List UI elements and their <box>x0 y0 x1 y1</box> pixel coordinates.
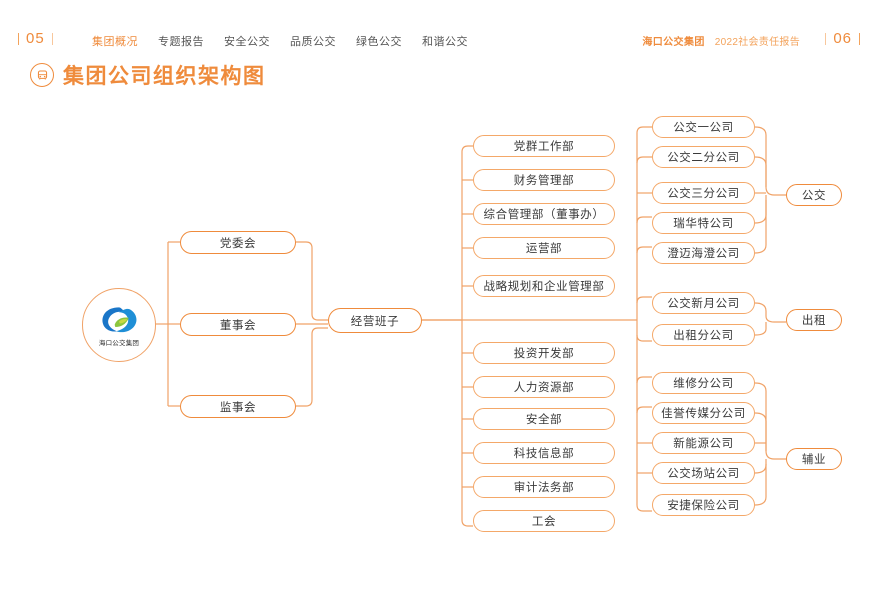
node-dept-lower-3[interactable]: 科技信息部 <box>473 442 615 464</box>
nav-item-1[interactable]: 专题报告 <box>158 36 204 48</box>
node-dept-lower-0-label: 投资开发部 <box>513 348 575 360</box>
node-bus-2-member-4-label: 安捷保险公司 <box>667 500 740 512</box>
node-dept-upper-0[interactable]: 党群工作部 <box>473 135 615 157</box>
page-number-left-rule-end <box>51 32 53 45</box>
node-dept-lower-0[interactable]: 投资开发部 <box>473 342 615 364</box>
nav-item-0[interactable]: 集团概况 <box>92 36 138 48</box>
page-number-right-rule-start <box>825 32 827 45</box>
node-bus-group-1[interactable]: 出租 <box>786 309 842 331</box>
node-root-management[interactable]: 经营班子 <box>328 308 422 333</box>
node-bus-group-2-label: 辅业 <box>801 454 827 466</box>
node-bus-0-member-4-label: 澄迈海澄公司 <box>667 248 740 260</box>
node-bus-group-0-label: 公交 <box>801 190 827 202</box>
page-number-left-rule-start <box>18 32 19 45</box>
report-title: 2022社会责任报告 <box>714 37 800 48</box>
brand-name: 海口公交集团 <box>642 37 705 48</box>
node-bus-2-member-1-label: 佳誉传媒分公司 <box>661 408 746 420</box>
node-bus-2-member-1[interactable]: 佳誉传媒分公司 <box>652 402 755 424</box>
node-bus-group-0[interactable]: 公交 <box>786 184 842 206</box>
node-bus-1-member-0-label: 公交新月公司 <box>667 298 740 310</box>
node-dept-upper-4-label: 战略规划和企业管理部 <box>483 281 605 293</box>
nav-item-5[interactable]: 和谐公交 <box>422 36 468 48</box>
node-bus-2-member-0[interactable]: 维修分公司 <box>652 372 755 394</box>
node-bus-0-member-0[interactable]: 公交一公司 <box>652 116 755 138</box>
page-title: 集团公司组织架构图 <box>63 64 266 88</box>
node-dept-upper-4[interactable]: 战略规划和企业管理部 <box>473 275 615 297</box>
node-bus-2-member-2[interactable]: 新能源公司 <box>652 432 755 454</box>
node-bus-2-member-4[interactable]: 安捷保险公司 <box>652 494 755 516</box>
nav-item-3[interactable]: 品质公交 <box>290 36 336 48</box>
node-bus-1-member-0[interactable]: 公交新月公司 <box>652 292 755 314</box>
node-bus-2-member-3[interactable]: 公交场站公司 <box>652 462 755 484</box>
node-dept-lower-5-label: 工会 <box>531 516 557 528</box>
node-dept-upper-2[interactable]: 综合管理部（董事办） <box>473 203 615 225</box>
node-dept-lower-1-label: 人力资源部 <box>513 382 575 394</box>
node-bus-group-1-label: 出租 <box>801 315 827 327</box>
node-dept-upper-0-label: 党群工作部 <box>513 141 575 153</box>
node-dept-lower-5[interactable]: 工会 <box>473 510 615 532</box>
node-dept-upper-1[interactable]: 财务管理部 <box>473 169 615 191</box>
node-bus-0-member-1-label: 公交二分公司 <box>667 152 740 164</box>
page-number-right: 06 <box>825 30 860 47</box>
node-governance-2[interactable]: 监事会 <box>180 395 296 418</box>
node-dept-upper-3-label: 运营部 <box>525 243 563 255</box>
node-governance-2-label: 监事会 <box>219 401 257 414</box>
nav-item-2[interactable]: 安全公交 <box>224 36 270 48</box>
company-logo: 海口公交集团 <box>82 288 156 362</box>
node-dept-upper-1-label: 财务管理部 <box>513 175 575 187</box>
node-root-management-label: 经营班子 <box>350 315 400 328</box>
node-bus-0-member-2-label: 公交三分公司 <box>667 188 740 200</box>
node-dept-lower-1[interactable]: 人力资源部 <box>473 376 615 398</box>
node-bus-0-member-3-label: 瑞华特公司 <box>673 218 734 230</box>
node-governance-1[interactable]: 董事会 <box>180 313 296 336</box>
node-bus-0-member-2[interactable]: 公交三分公司 <box>652 182 755 204</box>
brand-block: 海口公交集团 2022社会责任报告 <box>642 33 800 48</box>
nav-item-4[interactable]: 绿色公交 <box>356 36 402 48</box>
node-bus-0-member-4[interactable]: 澄迈海澄公司 <box>652 242 755 264</box>
page-title-row: 集团公司组织架构图 <box>30 60 266 90</box>
org-chart: 海口公交集团 党委会 董事会 监事会 经营班子 党群工作部 财务管理部 综合管理… <box>0 100 878 560</box>
node-dept-lower-4-label: 审计法务部 <box>513 482 575 494</box>
node-dept-lower-2[interactable]: 安全部 <box>473 408 615 430</box>
node-bus-1-member-1[interactable]: 出租分公司 <box>652 324 755 346</box>
node-dept-upper-2-label: 综合管理部（董事办） <box>483 209 605 221</box>
node-bus-2-member-3-label: 公交场站公司 <box>667 468 740 480</box>
page-number-left-value: 05 <box>26 30 45 47</box>
page-number-right-rule-end <box>859 32 860 45</box>
bus-in-circle-icon <box>30 63 54 87</box>
logo-swirl-icon <box>102 307 137 333</box>
section-nav[interactable]: 集团概况 专题报告 安全公交 品质公交 绿色公交 和谐公交 <box>92 33 468 49</box>
node-bus-1-member-1-label: 出租分公司 <box>673 330 734 342</box>
node-bus-2-member-0-label: 维修分公司 <box>673 378 734 390</box>
node-governance-0-label: 党委会 <box>219 237 257 250</box>
node-governance-1-label: 董事会 <box>219 319 257 332</box>
page-number-right-value: 06 <box>833 30 852 47</box>
node-dept-lower-2-label: 安全部 <box>525 414 563 426</box>
node-bus-2-member-2-label: 新能源公司 <box>673 438 734 450</box>
page-header: 05 集团概况 专题报告 安全公交 品质公交 绿色公交 和谐公交 海口公交集团 … <box>0 0 878 58</box>
node-dept-lower-4[interactable]: 审计法务部 <box>473 476 615 498</box>
org-chart-connectors <box>154 126 786 527</box>
logo-caption: 海口公交集团 <box>98 339 140 347</box>
node-bus-0-member-0-label: 公交一公司 <box>673 122 734 134</box>
node-bus-0-member-3[interactable]: 瑞华特公司 <box>652 212 755 234</box>
node-dept-lower-3-label: 科技信息部 <box>513 448 575 460</box>
node-bus-0-member-1[interactable]: 公交二分公司 <box>652 146 755 168</box>
page-number-left: 05 <box>18 30 53 47</box>
node-dept-upper-3[interactable]: 运营部 <box>473 237 615 259</box>
node-governance-0[interactable]: 党委会 <box>180 231 296 254</box>
node-bus-group-2[interactable]: 辅业 <box>786 448 842 470</box>
